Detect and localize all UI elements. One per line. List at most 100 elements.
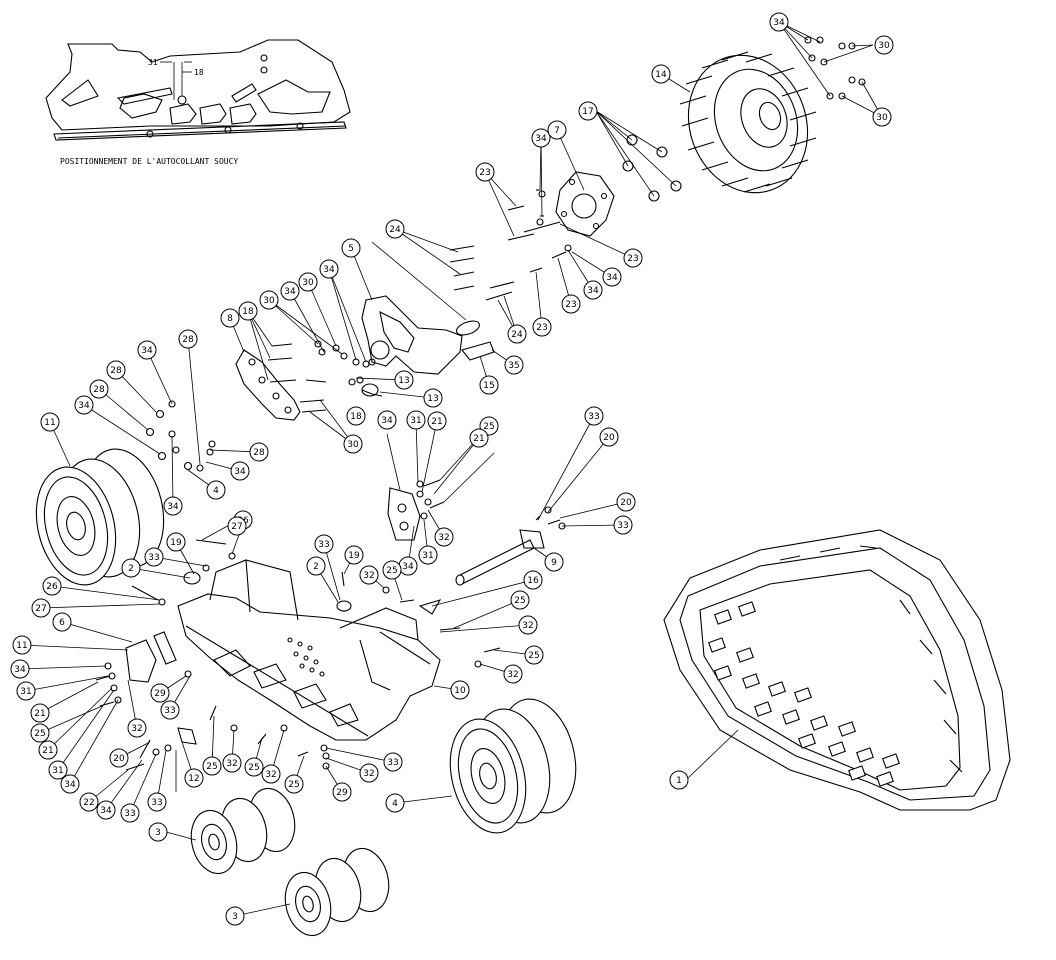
callout-32: 32 (127, 718, 147, 738)
callout-label: 25 (514, 596, 525, 606)
callout-27: 27 (227, 516, 247, 536)
callout-4: 4 (385, 793, 405, 813)
callout-label: 27 (35, 604, 46, 614)
callout-label: 34 (323, 265, 335, 275)
callout-31: 31 (418, 545, 438, 565)
callout-33: 33 (314, 534, 334, 554)
callout-13: 13 (394, 370, 414, 390)
callout-label: 12 (188, 774, 199, 784)
callout-label: 33 (151, 798, 162, 808)
callout-25: 25 (30, 723, 50, 743)
callout-33: 33 (613, 515, 633, 535)
detail-label-31: 31 (148, 58, 158, 67)
callout-label: 29 (336, 788, 348, 798)
drive-sprocket (679, 51, 817, 194)
callout-label: 20 (620, 498, 632, 508)
callout-label: 32 (363, 571, 374, 581)
callout-3: 3 (148, 822, 168, 842)
callout-23: 23 (532, 317, 552, 337)
callout-label: 18 (242, 307, 254, 317)
callout-28: 28 (89, 379, 109, 399)
callout-33: 33 (144, 547, 164, 567)
callout-label: 7 (554, 126, 560, 136)
callout-label: 16 (527, 576, 539, 586)
callout-30: 30 (343, 434, 363, 454)
callout-label: 14 (655, 70, 667, 80)
callout-label: 19 (170, 538, 182, 548)
callout-label: 4 (213, 486, 219, 496)
callout-18: 18 (238, 301, 258, 321)
callout-label: 9 (551, 558, 557, 568)
callout-8: 8 (220, 308, 240, 328)
callout-25: 25 (202, 756, 222, 776)
callout-label: 25 (528, 651, 539, 661)
hardware-cluster-top (804, 36, 866, 100)
callout-32: 32 (359, 763, 379, 783)
callout-25: 25 (284, 774, 304, 794)
callout-30: 30 (874, 35, 894, 55)
arc-bracket (235, 349, 301, 421)
callout-label: 25 (483, 422, 494, 432)
callout-21: 21 (30, 703, 50, 723)
callout-33: 33 (160, 700, 180, 720)
callout-label: 3 (155, 828, 161, 838)
callout-18: 18 (346, 406, 366, 426)
callout-label: 13 (398, 376, 409, 386)
callout-label: 24 (511, 330, 523, 340)
axle (455, 529, 545, 586)
callout-label: 6 (59, 618, 65, 628)
callout-25: 25 (244, 757, 264, 777)
callout-33: 33 (584, 406, 604, 426)
callout-20: 20 (109, 748, 129, 768)
callout-label: 31 (410, 416, 421, 426)
hardware-20-33 (535, 506, 566, 530)
callout-label: 4 (392, 799, 398, 809)
callout-11: 11 (40, 412, 60, 432)
callout-label: 25 (34, 729, 45, 739)
callout-label: 23 (479, 168, 490, 178)
callout-2: 2 (121, 558, 141, 578)
callout-2: 2 (306, 556, 326, 576)
callout-label: 33 (164, 706, 175, 716)
callout-label: 30 (347, 440, 359, 450)
callout-label: 34 (284, 287, 296, 297)
callout-label: 21 (42, 746, 53, 756)
callout-label: 31 (422, 551, 433, 561)
callout-34: 34 (74, 395, 94, 415)
callout-label: 20 (113, 754, 125, 764)
callout-6: 6 (52, 612, 72, 632)
callout-label: 21 (34, 709, 45, 719)
callout-32: 32 (359, 565, 379, 585)
callout-label: 30 (302, 278, 314, 288)
callout-34: 34 (60, 774, 80, 794)
callout-label: 34 (587, 286, 599, 296)
callout-32: 32 (222, 753, 242, 773)
callout-31: 31 (406, 410, 426, 430)
callout-label: 33 (148, 553, 159, 563)
hardware-21-25-31 (416, 479, 445, 520)
bracket-11-mid (387, 487, 421, 541)
callout-33: 33 (120, 803, 140, 823)
callout-label: 33 (588, 412, 599, 422)
callout-label: 23 (536, 323, 547, 333)
callout-29: 29 (150, 683, 170, 703)
callout-30: 30 (872, 107, 892, 127)
callout-label: 34 (14, 665, 26, 675)
callout-label: 34 (167, 502, 179, 512)
callout-34: 34 (531, 128, 551, 148)
callout-35: 35 (504, 355, 524, 375)
main-frame (177, 559, 441, 741)
callout-label: 30 (878, 41, 890, 51)
callout-label: 34 (773, 18, 785, 28)
callout-label: 23 (565, 300, 576, 310)
callout-label: 10 (454, 686, 466, 696)
callout-34: 34 (10, 659, 30, 679)
callout-33: 33 (147, 792, 167, 812)
callout-label: 11 (16, 641, 27, 651)
callout-3: 3 (225, 906, 245, 926)
callout-label: 20 (603, 433, 615, 443)
hub-plate (555, 171, 615, 237)
callout-label: 29 (154, 689, 166, 699)
callout-label: 5 (348, 244, 354, 254)
